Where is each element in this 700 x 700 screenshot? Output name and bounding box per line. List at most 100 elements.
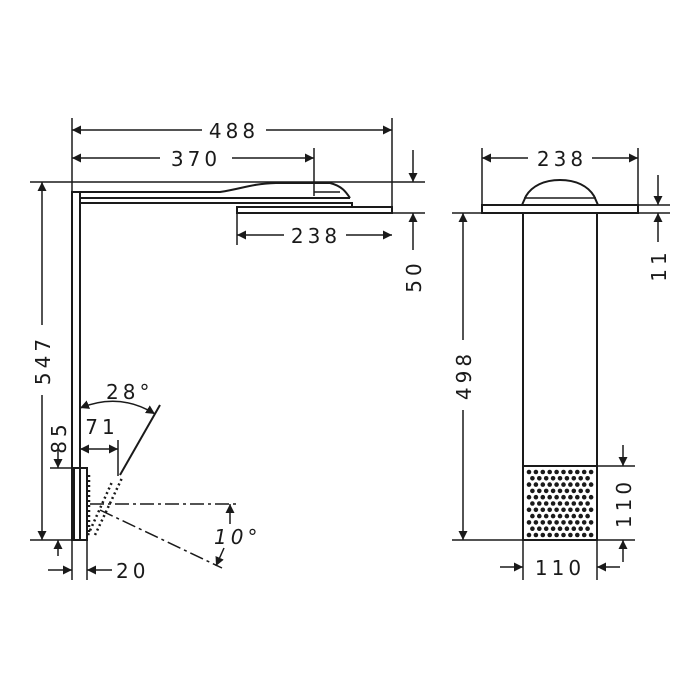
nozzle (537, 526, 542, 531)
nozzle (554, 494, 559, 500)
label-498: 498 (452, 350, 476, 400)
nozzle (564, 513, 570, 519)
nozzle (547, 520, 552, 525)
nozzle (578, 513, 583, 519)
nozzle (550, 526, 556, 531)
nozzle (540, 469, 546, 475)
nozzle (564, 501, 570, 506)
nozzle (550, 476, 556, 481)
nozzle (543, 488, 549, 494)
nozzle (526, 507, 532, 513)
label-28: 28° (106, 380, 153, 404)
nozzle (554, 507, 559, 513)
nozzle (526, 482, 532, 487)
label-71: 71 (85, 415, 118, 439)
label-110-vertical: 110 (612, 478, 636, 528)
nozzle (526, 520, 532, 525)
nozzle (554, 532, 559, 538)
nozzle (557, 488, 563, 494)
nozzle (530, 476, 535, 481)
nozzle (550, 501, 556, 506)
label-110-horizontal: 110 (535, 556, 585, 580)
nozzle (585, 526, 590, 531)
column-front (522, 212, 598, 541)
nozzle (588, 469, 594, 475)
nozzle (543, 526, 549, 531)
nozzle (540, 507, 546, 513)
nozzle (530, 513, 535, 519)
nozzle (571, 513, 577, 519)
nozzle (568, 520, 573, 525)
nozzle (568, 469, 573, 475)
shower-arm (72, 182, 393, 214)
nozzle (543, 501, 549, 506)
nozzle (533, 494, 539, 500)
label-238-side: 238 (291, 224, 341, 248)
nozzle (575, 494, 580, 500)
nozzle (526, 494, 532, 500)
shower-head (236, 206, 393, 214)
nozzle (557, 501, 563, 506)
nozzle (540, 494, 546, 500)
nozzle (561, 520, 566, 525)
nozzle (575, 532, 580, 538)
nozzle (547, 469, 552, 475)
nozzle (547, 532, 552, 538)
label-10: 10° (214, 525, 261, 549)
nozzle (537, 501, 542, 506)
label-370: 370 (171, 147, 221, 171)
nozzle (526, 532, 532, 538)
nozzle (547, 482, 552, 487)
nozzle (571, 501, 577, 506)
nozzle (530, 526, 535, 531)
nozzle (554, 520, 559, 525)
dim-28-arc (79, 400, 156, 415)
nozzle (530, 501, 535, 506)
nozzle (533, 520, 539, 525)
label-488: 488 (209, 119, 259, 143)
nozzle (564, 526, 570, 531)
label-85: 85 (47, 420, 71, 453)
nozzle (533, 469, 539, 475)
nozzle (581, 532, 587, 538)
nozzle (568, 532, 573, 538)
nozzle (581, 482, 587, 487)
nozzle (561, 469, 566, 475)
nozzle (568, 507, 573, 513)
nozzle (588, 482, 594, 487)
head-plate (481, 204, 639, 214)
nozzle (588, 494, 594, 500)
spray-nozzle-grid (526, 469, 594, 538)
nozzle (550, 513, 556, 519)
nozzle (568, 494, 573, 500)
nozzle (571, 476, 577, 481)
label-50: 50 (402, 259, 426, 292)
side-view: 488 370 238 50 547 85 71 20 28° 10° (30, 118, 426, 583)
nozzle (585, 488, 590, 494)
nozzle (585, 476, 590, 481)
nozzle (557, 476, 563, 481)
nozzle (554, 469, 559, 475)
nozzle (554, 482, 559, 487)
nozzle (561, 507, 566, 513)
nozzle (564, 476, 570, 481)
nozzle (530, 488, 535, 494)
nozzle (547, 494, 552, 500)
nozzle (526, 469, 532, 475)
nozzle (537, 513, 542, 519)
nozzle (588, 532, 594, 538)
dim-10-bottom (215, 547, 225, 567)
nozzle (575, 482, 580, 487)
front-view: 238 11 498 110 110 (451, 146, 671, 580)
nozzle (557, 526, 563, 531)
nozzle (561, 532, 566, 538)
nozzle (588, 520, 594, 525)
nozzle (571, 526, 577, 531)
nozzle (578, 526, 583, 531)
nozzle (533, 482, 539, 487)
nozzle (581, 494, 587, 500)
hand-shower (73, 404, 237, 569)
nozzle (540, 482, 546, 487)
nozzle (561, 482, 566, 487)
